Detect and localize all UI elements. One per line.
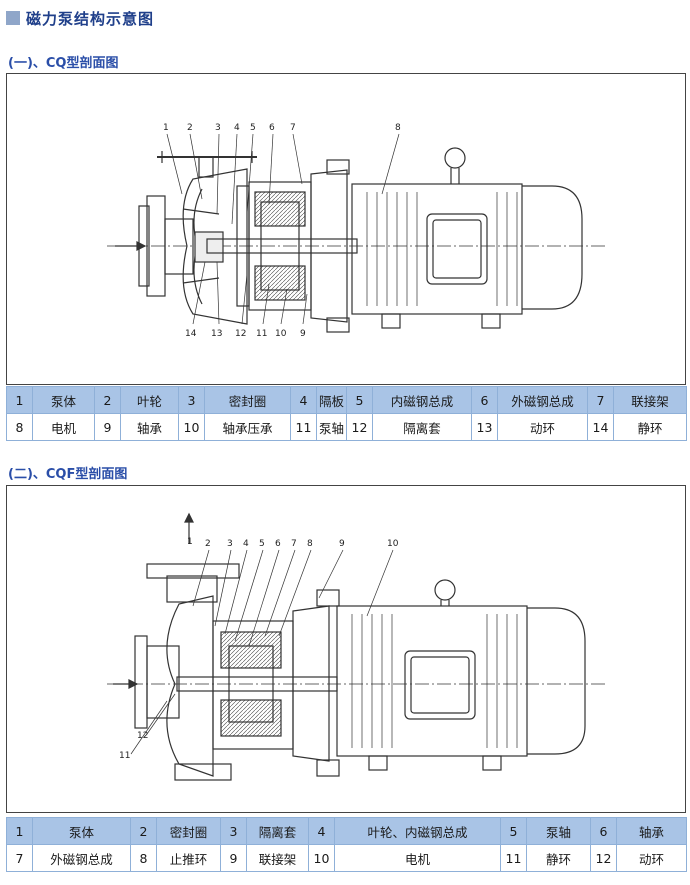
part-name: 泵轴 [316,413,347,441]
part-name: 电机 [32,413,95,441]
part-number: 9 [220,844,247,872]
title-square-icon [6,11,20,25]
part-number: 1 [6,817,33,845]
cq-callout: 14 [185,329,197,339]
part-number: 10 [308,844,335,872]
part-name: 轴承压承 [204,413,291,441]
part-number: 14 [587,413,614,441]
cq-callout: 13 [211,329,222,339]
cqf-cross-section-drawing: 1 2 3 4 5 6 7 8 9 10 11 12 [107,512,607,781]
cq-callout: 7 [290,123,296,133]
cqf-callout: 3 [227,539,233,549]
part-number: 7 [587,386,614,414]
section2-heading: (二)、CQF型剖面图 [8,467,128,482]
part-number: 5 [500,817,527,845]
part-name: 隔离套 [372,413,472,441]
part-name: 联接架 [246,844,309,872]
cq-callout: 6 [269,123,275,133]
part-number: 4 [290,386,317,414]
cqf-callout: 4 [243,539,249,549]
section1-heading: (一)、CQ型剖面图 [8,56,119,71]
cqf-callout: 8 [307,539,313,549]
part-name: 动环 [497,413,588,441]
part-number: 11 [500,844,527,872]
page-title-text: 磁力泵结构示意图 [26,9,155,28]
cqf-callout: 6 [275,539,281,549]
part-number: 3 [178,386,205,414]
cqf-callout: 12 [137,731,148,741]
cq-callout: 10 [275,329,287,339]
cqf-callout: 9 [339,539,345,549]
part-number: 7 [6,844,33,872]
part-name: 泵体 [32,817,131,845]
part-name: 外磁钢总成 [497,386,588,414]
part-name: 静环 [526,844,591,872]
part-name: 轴承 [120,413,179,441]
part-number: 10 [178,413,205,441]
cq-drawing-frame: 1 2 3 4 5 6 7 8 14 13 12 11 10 9 [6,73,686,385]
part-name: 泵轴 [526,817,591,845]
page-title: 磁力泵结构示意图 [6,7,154,29]
part-name: 外磁钢总成 [32,844,131,872]
part-number: 2 [94,386,121,414]
part-number: 11 [290,413,317,441]
cqf-callout: 5 [259,539,265,549]
cqf-callout: 2 [205,539,211,549]
cq-callout: 11 [256,329,267,339]
part-name: 电机 [334,844,501,872]
cqf-callout: 1 [187,537,193,547]
part-number: 12 [590,844,617,872]
cqf-callout: 7 [291,539,297,549]
part-name: 隔离套 [246,817,309,845]
part-number: 6 [590,817,617,845]
part-name: 静环 [613,413,687,441]
cq-callout: 12 [235,329,246,339]
part-number: 8 [130,844,157,872]
part-number: 4 [308,817,335,845]
cq-callout: 3 [215,123,221,133]
cqf-callout: 10 [387,539,399,549]
part-name: 动环 [616,844,687,872]
part-name: 泵体 [32,386,95,414]
cqf-callout: 11 [119,751,130,761]
cq-callout: 5 [250,123,256,133]
cq-callout: 8 [395,123,401,133]
part-name: 隔板 [316,386,347,414]
part-name: 联接架 [613,386,687,414]
part-name: 密封圈 [156,817,221,845]
cq-callout: 9 [300,329,306,339]
part-name: 止推环 [156,844,221,872]
part-name: 叶轮 [120,386,179,414]
part-name: 内磁钢总成 [372,386,472,414]
part-number: 8 [6,413,33,441]
part-number: 2 [130,817,157,845]
part-name: 轴承 [616,817,687,845]
part-number: 12 [346,413,373,441]
part-number: 9 [94,413,121,441]
cq-callout: 4 [234,123,240,133]
part-number: 6 [471,386,498,414]
cq-cross-section-drawing: 1 2 3 4 5 6 7 8 14 13 12 11 10 9 [107,123,607,339]
part-number: 1 [6,386,33,414]
part-name: 叶轮、内磁钢总成 [334,817,501,845]
cqf-drawing-frame: 1 2 3 4 5 6 7 8 9 10 11 12 [6,485,686,813]
part-number: 5 [346,386,373,414]
cq-callout: 2 [187,123,193,133]
cq-callout: 1 [163,123,169,133]
part-number: 3 [220,817,247,845]
part-name: 密封圈 [204,386,291,414]
part-number: 13 [471,413,498,441]
